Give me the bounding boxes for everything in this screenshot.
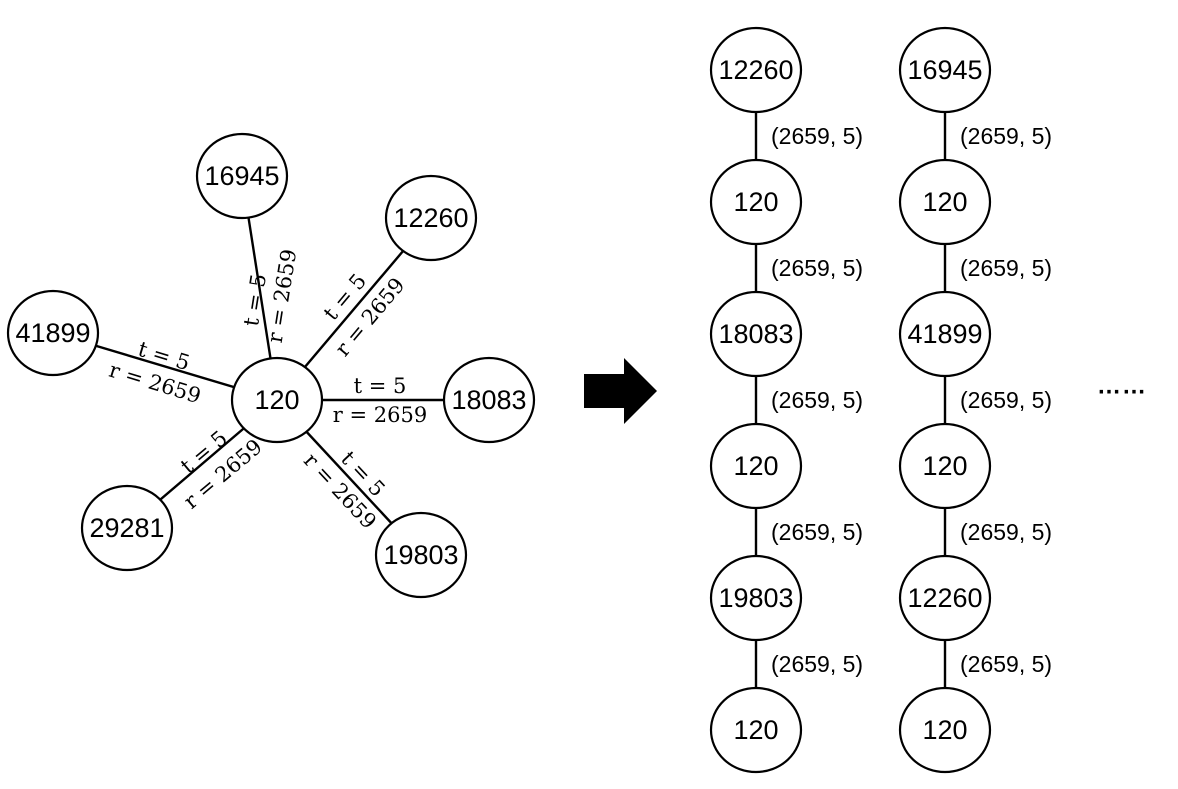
star-node-18083: 18083: [442, 356, 536, 444]
path-edge-label: (2659, 5): [771, 651, 863, 677]
node-label: 16945: [204, 161, 279, 191]
path-node: 12260: [898, 554, 992, 642]
node-label: 12260: [718, 55, 793, 85]
right-arrow-icon: [584, 358, 657, 424]
edge-label-r: r = 2659: [333, 403, 427, 427]
star-node-12260: 12260: [384, 174, 478, 262]
node-label: 41899: [907, 319, 982, 349]
star-node-16945: 16945: [195, 132, 289, 220]
node-label: 18083: [451, 385, 526, 415]
node-label: 120: [922, 715, 967, 745]
walk-paths: (2659, 5) (2659, 5) (2659, 5) (2659, 5) (265…: [709, 26, 1052, 774]
path-node: 18083: [709, 290, 803, 378]
node-label: 12260: [907, 583, 982, 613]
path-edge-label: (2659, 5): [771, 123, 863, 149]
path-edge-label: (2659, 5): [960, 519, 1052, 545]
star-node-center: 120: [230, 356, 324, 444]
path-node: 120: [898, 422, 992, 510]
node-label: 120: [733, 451, 778, 481]
star-node-19803: 19803: [374, 511, 468, 599]
node-label: 29281: [89, 513, 164, 543]
path-node: 41899: [898, 290, 992, 378]
node-label: 18083: [718, 319, 793, 349]
path-node: 120: [709, 158, 803, 246]
walk-path-2: (2659, 5) (2659, 5) (2659, 5) (2659, 5) (265…: [898, 26, 1052, 774]
path-edge-label: (2659, 5): [960, 387, 1052, 413]
path-edge-label: (2659, 5): [771, 255, 863, 281]
star-graph: t = 5 r = 2659 t = 5 r = 2659 t = 5 r = …: [6, 132, 536, 599]
path-edge-label: (2659, 5): [960, 651, 1052, 677]
path-node: 120: [898, 158, 992, 246]
node-label: 120: [733, 187, 778, 217]
node-label: 120: [922, 451, 967, 481]
path-edge-label: (2659, 5): [960, 255, 1052, 281]
node-label: 120: [254, 385, 299, 415]
path-node: 120: [709, 686, 803, 774]
path-node: 19803: [709, 554, 803, 642]
star-node-29281: 29281: [80, 484, 174, 572]
path-node: 12260: [709, 26, 803, 114]
path-edge-label: (2659, 5): [771, 387, 863, 413]
path-node: 120: [709, 422, 803, 510]
node-label: 19803: [383, 540, 458, 570]
ellipsis: ……: [1097, 373, 1147, 400]
path-edge-label: (2659, 5): [771, 519, 863, 545]
node-label: 120: [922, 187, 967, 217]
path-node: 16945: [898, 26, 992, 114]
star-node-41899: 41899: [6, 289, 100, 377]
node-label: 19803: [718, 583, 793, 613]
edge-label-t: t = 5: [354, 374, 407, 398]
node-label: 16945: [907, 55, 982, 85]
node-label: 12260: [393, 203, 468, 233]
edge-label-r: r = 2659: [263, 247, 301, 344]
node-label: 41899: [15, 318, 90, 348]
walk-path-1: (2659, 5) (2659, 5) (2659, 5) (2659, 5) (265…: [709, 26, 863, 774]
node-label: 120: [733, 715, 778, 745]
path-edge-label: (2659, 5): [960, 123, 1052, 149]
path-node: 120: [898, 686, 992, 774]
